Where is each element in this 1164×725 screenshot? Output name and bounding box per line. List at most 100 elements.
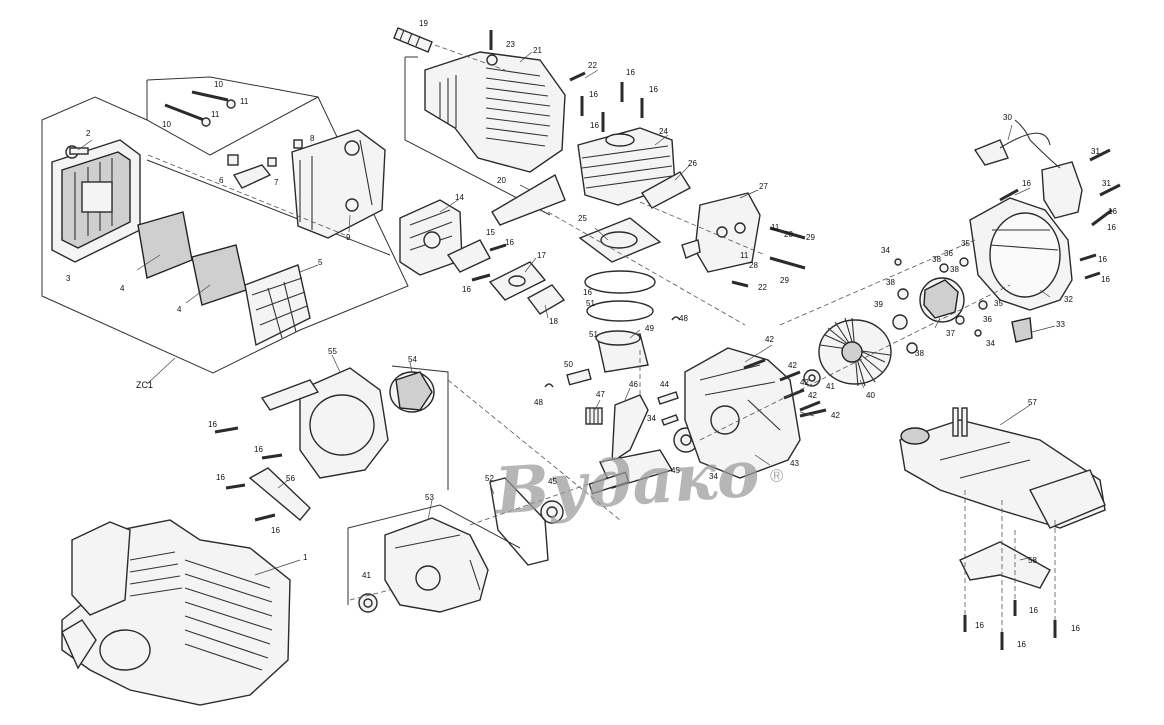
circlip-part — [544, 316, 681, 388]
callout-34: 34 — [986, 339, 995, 348]
piston-part — [595, 330, 649, 373]
pad-part — [1011, 317, 1033, 343]
callout-42: 42 — [808, 391, 817, 400]
callout-38: 38 — [915, 349, 924, 358]
callout-16: 16 — [1022, 179, 1031, 188]
leader-lines — [77, 51, 1056, 576]
callout-24: 24 — [659, 127, 668, 136]
bolt-part — [569, 71, 644, 132]
crankshaft-part — [588, 394, 674, 495]
callout-labels: 1 2 3 4 4 5 6 7 8 9 10 10 11 11 11 11 14… — [66, 19, 1117, 649]
callout-16: 16 — [589, 90, 598, 99]
starter-box-frame — [391, 365, 621, 521]
air-filter-base-part — [51, 139, 141, 263]
callout-34: 34 — [709, 472, 718, 481]
bolt-part — [999, 188, 1113, 280]
needle-bearing-part — [585, 407, 603, 425]
callout-55: 55 — [328, 347, 337, 356]
callout-38: 38 — [950, 265, 959, 274]
callout-7: 7 — [274, 178, 279, 187]
callout-15: 15 — [486, 228, 495, 237]
callout-35: 35 — [961, 239, 970, 248]
callout-29: 29 — [780, 276, 789, 285]
piston-pin-part — [566, 368, 592, 386]
cylinder-box-frame — [404, 56, 551, 216]
woodruff-key-part — [657, 391, 679, 426]
filter-cover-part — [291, 129, 386, 239]
callout-16: 16 — [649, 85, 658, 94]
bolt-part — [214, 426, 283, 522]
callout-25: 25 — [578, 214, 587, 223]
callout-16: 16 — [1101, 275, 1110, 284]
spark-plug-part — [393, 27, 433, 53]
callout-41: 41 — [826, 382, 835, 391]
callout-34: 34 — [881, 246, 890, 255]
callout-16: 16 — [462, 285, 471, 294]
callout-56: 56 — [286, 474, 295, 483]
starter-bracket-part — [248, 467, 311, 521]
callout-45: 45 — [548, 477, 557, 486]
fuel-tank-part — [899, 407, 1106, 529]
callout-8: 8 — [310, 134, 315, 143]
callout-4: 4 — [177, 305, 182, 314]
callout-18: 18 — [549, 317, 558, 326]
bolt-part — [743, 358, 827, 418]
callout-53: 53 — [425, 493, 434, 502]
callout-31: 31 — [1091, 147, 1100, 156]
callout-57: 57 — [1028, 398, 1037, 407]
callout-16: 16 — [583, 288, 592, 297]
callout-17: 17 — [537, 251, 546, 260]
callout-36: 36 — [983, 315, 992, 324]
callout-36: 36 — [944, 249, 953, 258]
callout-32: 32 — [1064, 295, 1073, 304]
watermark-text: Вудако — [491, 436, 762, 529]
callout-16: 16 — [590, 121, 599, 130]
callout-19: 19 — [419, 19, 428, 28]
callout-16: 16 — [1098, 255, 1107, 264]
callout-33: 33 — [1056, 320, 1065, 329]
callout-1: 1 — [303, 553, 308, 562]
flywheel-part — [818, 317, 892, 387]
callout-35: 35 — [994, 299, 1003, 308]
callout-11: 11 — [211, 110, 220, 119]
watermark-registered-mark: ® — [770, 466, 783, 486]
callout-16: 16 — [1029, 606, 1038, 615]
callout-11: 11 — [771, 223, 780, 232]
tank-bracket-part — [959, 541, 1051, 589]
callout-16: 16 — [975, 621, 984, 630]
callout-zc1: ZC1 — [136, 380, 153, 390]
callout-51: 51 — [589, 330, 598, 339]
callout-54: 54 — [408, 355, 417, 364]
callout-16: 16 — [1108, 207, 1117, 216]
ignition-coil-part — [973, 119, 1121, 219]
callout-49: 49 — [645, 324, 654, 333]
filter-frame-part — [244, 264, 311, 347]
piston-ring-part — [584, 270, 656, 322]
callout-4: 4 — [120, 284, 125, 293]
callout-16: 16 — [1017, 640, 1026, 649]
callout-22: 22 — [758, 283, 767, 292]
callout-37: 37 — [946, 329, 955, 338]
bolt-part — [471, 243, 507, 282]
callout-21: 21 — [533, 46, 542, 55]
filter-element-part — [191, 244, 247, 306]
callout-16: 16 — [505, 238, 514, 247]
callout-16: 16 — [216, 473, 225, 482]
callout-41: 41 — [362, 571, 371, 580]
cylinder-cover-part — [424, 51, 566, 173]
filter-element-part — [137, 211, 193, 279]
callout-5: 5 — [318, 258, 323, 267]
muffler-gasket-part — [640, 171, 691, 209]
screw-part — [164, 90, 236, 127]
bolt-part — [731, 226, 806, 288]
callout-2: 2 — [86, 129, 91, 138]
callout-29: 29 — [806, 233, 815, 242]
callout-26: 26 — [688, 159, 697, 168]
callout-28: 28 — [749, 261, 758, 270]
heat-shield-part — [491, 173, 566, 226]
callout-3: 3 — [66, 274, 71, 283]
fan-housing-part — [969, 197, 1073, 311]
bracket-part — [227, 139, 303, 189]
callout-16: 16 — [626, 68, 635, 77]
callout-11: 11 — [740, 251, 749, 260]
